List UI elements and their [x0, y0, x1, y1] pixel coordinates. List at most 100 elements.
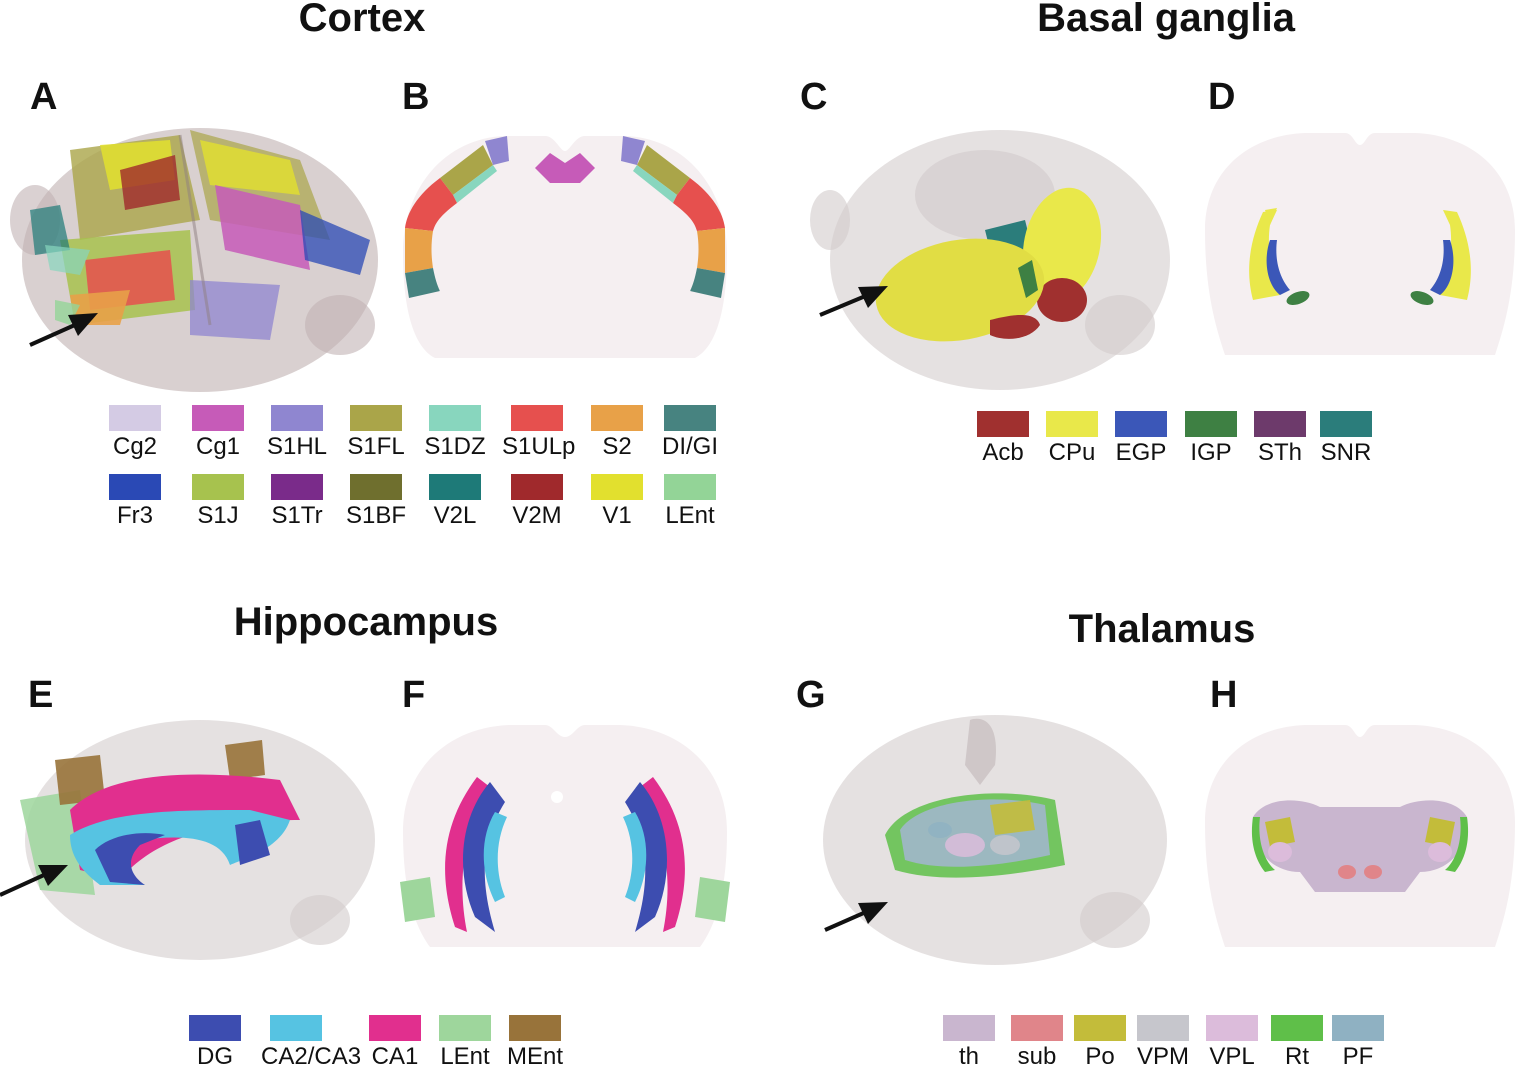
legend-item: IGP — [1176, 411, 1246, 467]
legend-swatch — [1011, 1015, 1063, 1041]
legend-label: MEnt — [506, 1043, 563, 1070]
legend-swatch — [1185, 411, 1237, 437]
legend-item: sub — [1002, 1015, 1072, 1071]
legend-label: V1 — [602, 502, 632, 529]
legend-label: IGP — [1190, 439, 1232, 466]
panel-d-basal-ganglia-section — [1195, 130, 1517, 360]
panel-a-3d-cortex — [0, 110, 390, 400]
legend-item: S2 — [582, 405, 652, 461]
legend-item: Fr3 — [100, 474, 170, 530]
legend-swatch — [1046, 411, 1098, 437]
panel-e-3d-hippocampus — [0, 710, 390, 980]
panel-f-hippocampus-section — [395, 722, 735, 952]
hippocampus-title: Hippocampus — [233, 600, 499, 644]
basal-ganglia-title: Basal ganglia — [1037, 0, 1295, 40]
legend-swatch — [429, 474, 481, 500]
legend-swatch — [511, 405, 563, 431]
legend-label: S1J — [197, 502, 239, 529]
legend-item: PF — [1323, 1015, 1393, 1071]
legend-label: LEnt — [665, 502, 715, 529]
legend-swatch — [1332, 1015, 1384, 1041]
legend-label: V2L — [433, 502, 477, 529]
legend-label: S1FL — [347, 433, 405, 460]
legend-item: VPL — [1197, 1015, 1267, 1071]
legend-item: CA1 — [360, 1015, 430, 1071]
legend-item: LEnt — [655, 474, 725, 530]
legend-item: S1HL — [262, 405, 332, 461]
legend-swatch — [977, 411, 1029, 437]
legend-label: Cg1 — [195, 433, 241, 460]
panel-letter-a: A — [30, 76, 58, 118]
legend-label: sub — [1017, 1043, 1057, 1070]
legend-item: V2M — [502, 474, 572, 530]
legend-item: Cg2 — [100, 405, 170, 461]
legend-label: STh — [1257, 439, 1302, 466]
legend-item: S1ULp — [502, 405, 575, 461]
legend-item: S1J — [183, 474, 253, 530]
legend-item: DG — [180, 1015, 250, 1071]
legend-swatch — [350, 405, 402, 431]
legend-swatch — [270, 1015, 322, 1041]
legend-label: SNR — [1320, 439, 1372, 466]
panel-letter-b: B — [402, 76, 430, 118]
panel-letter-h: H — [1210, 674, 1238, 716]
legend-label: VPM — [1136, 1043, 1189, 1070]
legend-label: S1Tr — [271, 502, 323, 529]
legend-label: Acb — [982, 439, 1024, 466]
legend-item: MEnt — [500, 1015, 570, 1071]
legend-item: S1Tr — [262, 474, 332, 530]
legend-label: EGP — [1115, 439, 1167, 466]
legend-label: PF — [1342, 1043, 1374, 1070]
legend-item: VPM — [1128, 1015, 1198, 1071]
legend-item: LEnt — [430, 1015, 500, 1071]
legend-item: Cg1 — [183, 405, 253, 461]
legend-item: th — [934, 1015, 1004, 1071]
legend-item: CA2/CA3 — [261, 1015, 361, 1071]
panel-h-thalamus-section — [1195, 722, 1517, 952]
legend-swatch — [350, 474, 402, 500]
legend-label: CA1 — [371, 1043, 419, 1070]
legend-swatch — [109, 474, 161, 500]
panel-letter-f: F — [402, 674, 426, 716]
legend-item: S1FL — [341, 405, 411, 461]
legend-label: VPL — [1209, 1043, 1255, 1070]
legend-label: Fr3 — [117, 502, 153, 529]
legend-item: Acb — [968, 411, 1038, 467]
legend-swatch — [664, 474, 716, 500]
legend-swatch — [591, 474, 643, 500]
legend-swatch — [1271, 1015, 1323, 1041]
legend-label: S1HL — [266, 433, 328, 460]
legend-label: LEnt — [440, 1043, 490, 1070]
panel-letter-d: D — [1208, 76, 1236, 118]
legend-swatch — [1115, 411, 1167, 437]
thalamus-title: Thalamus — [1068, 607, 1256, 651]
legend-label: th — [958, 1043, 979, 1070]
legend-swatch — [109, 405, 161, 431]
panel-c-3d-basal-ganglia — [800, 110, 1180, 410]
legend-item: S1DZ — [420, 405, 490, 461]
legend-item: CPu — [1037, 411, 1107, 467]
legend-label: DI/GI — [661, 433, 718, 460]
legend-swatch — [192, 405, 244, 431]
legend-swatch — [192, 474, 244, 500]
legend-swatch — [1074, 1015, 1126, 1041]
panel-letter-g: G — [796, 674, 826, 716]
legend-label: DG — [197, 1043, 233, 1070]
legend-item: V1 — [582, 474, 652, 530]
legend-label: S2 — [602, 433, 632, 460]
legend-swatch — [439, 1015, 491, 1041]
legend-item: Po — [1065, 1015, 1135, 1071]
panel-letter-e: E — [28, 674, 54, 716]
legend-swatch — [1206, 1015, 1258, 1041]
legend-swatch — [189, 1015, 241, 1041]
legend-swatch — [509, 1015, 561, 1041]
legend-item: EGP — [1106, 411, 1176, 467]
panel-g-3d-thalamus — [795, 705, 1175, 995]
legend-label: CPu — [1048, 439, 1096, 466]
cortex-title: Cortex — [298, 0, 426, 40]
legend-label: V2M — [512, 502, 562, 529]
legend-label: S1BF — [345, 502, 407, 529]
legend-swatch — [1254, 411, 1306, 437]
legend-item: V2L — [420, 474, 490, 530]
legend-item: S1BF — [341, 474, 411, 530]
